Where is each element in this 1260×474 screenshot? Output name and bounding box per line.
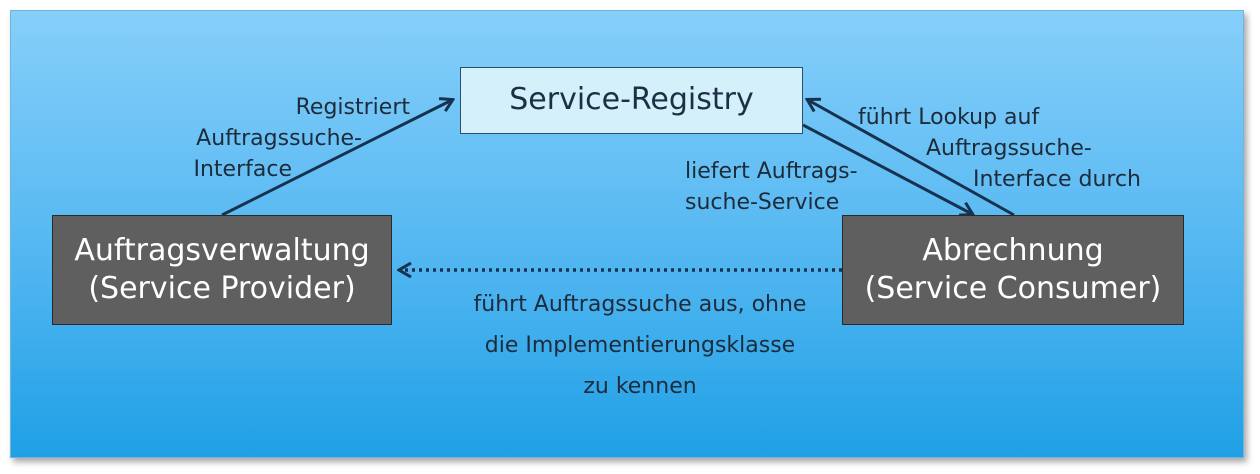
provider-name: Auftragsverwaltung: [74, 232, 370, 268]
deliver-label-line: suche-Service: [685, 189, 840, 215]
service-registry-label: Service-Registry: [509, 82, 754, 118]
register-label: Registriert Auftragssuche- Interface: [176, 93, 411, 185]
service-registry-node: Service-Registry: [460, 67, 803, 134]
lookup-label: führt Lookup auf Auftragssuche- Interfac…: [858, 103, 1141, 195]
search-label-line: zu kennen: [583, 374, 697, 399]
lookup-label-line: Auftragssuche-: [926, 135, 1092, 161]
register-label-line: Auftragssuche-: [196, 125, 362, 151]
provider-role: (Service Provider): [88, 271, 356, 306]
lookup-label-line: führt Lookup auf: [858, 105, 1040, 130]
consumer-role: (Service Consumer): [864, 271, 1162, 306]
search-label-line: die Implementierungsklasse: [484, 333, 796, 358]
register-label-line: Interface: [193, 156, 293, 182]
deliver-label: liefert Auftrags- suche-Service: [685, 157, 858, 219]
register-arrow: [221, 100, 452, 217]
lookup-label-line: Interface durch: [973, 166, 1141, 192]
search-label: führt Auftragssuche aus, ohne die Implem…: [445, 284, 835, 407]
register-label-line: Registriert: [295, 95, 410, 120]
service-provider-node: Auftragsverwaltung (Service Provider): [52, 215, 392, 325]
consumer-name: Abrechnung: [922, 232, 1104, 268]
service-consumer-node: Abrechnung (Service Consumer): [842, 215, 1184, 325]
deliver-arrow: [802, 123, 972, 214]
search-label-line: führt Auftragssuche aus, ohne: [473, 292, 807, 317]
lookup-arrow: [808, 100, 1015, 217]
deliver-label-line: liefert Auftrags-: [685, 159, 858, 184]
